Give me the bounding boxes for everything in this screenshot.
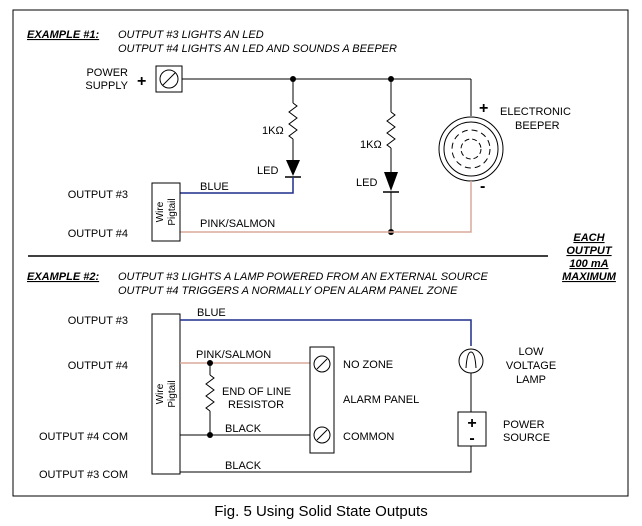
- example2-heading: EXAMPLE #2:: [27, 271, 99, 283]
- eol-resistor-icon: [205, 374, 215, 412]
- example1-desc-line1: OUTPUT #3 LIGHTS AN LED: [118, 29, 264, 41]
- rating-line1: EACH: [573, 232, 605, 244]
- rating-line3: 100 mA: [569, 258, 608, 270]
- figure-caption: Fig. 5 Using Solid State Outputs: [214, 503, 428, 520]
- rating-line2: OUTPUT: [566, 245, 613, 257]
- source-label-line1: POWER: [503, 419, 545, 431]
- power-source-box: [457, 411, 487, 447]
- example2-output3-com-label: OUTPUT #3 COM: [39, 469, 128, 481]
- pigtail-label-line2: Pigtail: [167, 198, 178, 225]
- wire-pigtail-block: [151, 313, 181, 475]
- lamp-label-line1: LOW: [518, 346, 544, 358]
- no-zone-terminal-icon: [313, 355, 331, 373]
- resistor2-label: 1KΩ: [360, 139, 382, 151]
- eol-label-line1: END OF LINE: [222, 386, 291, 398]
- power-supply-label-line1: POWER: [86, 67, 128, 79]
- pink-salmon-wire: [180, 181, 472, 233]
- pigtail-label-line1: Wire: [155, 383, 166, 404]
- led1-icon: [285, 160, 301, 178]
- common-label: COMMON: [343, 431, 394, 443]
- example2-pink-wire-label: PINK/SALMON: [196, 349, 271, 361]
- beeper-minus-sign: -: [480, 178, 485, 195]
- example1-heading: EXAMPLE #1:: [27, 29, 99, 41]
- power-supply-plus-sign: +: [137, 73, 146, 90]
- black-wire1-label: BLACK: [225, 423, 262, 435]
- resistor1-icon: [288, 102, 298, 140]
- black-wire2-label: BLACK: [225, 460, 262, 472]
- blue-wire: [180, 177, 294, 194]
- wire-pigtail-block: [151, 182, 181, 242]
- power-supply-terminal-icon: [155, 65, 183, 93]
- beeper-plus-sign: +: [479, 100, 488, 117]
- lamp-label-line3: LAMP: [516, 374, 546, 386]
- example1-output3-label: OUTPUT #3: [68, 189, 128, 201]
- blue-wire-label: BLUE: [200, 181, 229, 193]
- example2-output3-label: OUTPUT #3: [68, 315, 128, 327]
- rating-line4: MAXIMUM: [562, 271, 617, 283]
- no-zone-label: NO ZONE: [343, 359, 393, 371]
- beeper-label-line1: ELECTRONIC: [500, 106, 571, 118]
- source-label-line2: SOURCE: [503, 432, 550, 444]
- pigtail-label-line1: Wire: [155, 201, 166, 222]
- black-wire: [180, 446, 472, 473]
- led2-label: LED: [356, 177, 377, 189]
- lamp-icon: [458, 348, 484, 374]
- example2-output4-com-label: OUTPUT #4 COM: [39, 431, 128, 443]
- resistor2-icon: [386, 111, 396, 149]
- example2-blue-wire-label: BLUE: [197, 307, 226, 319]
- led1-label: LED: [257, 165, 278, 177]
- diagram-frame: [12, 9, 629, 497]
- example1-output4-label: OUTPUT #4: [68, 228, 128, 240]
- common-terminal-icon: [313, 426, 331, 444]
- alarm-panel-label: ALARM PANEL: [343, 394, 419, 406]
- beeper-icon: [438, 116, 504, 182]
- blue-wire: [180, 319, 472, 346]
- example2-desc-line1: OUTPUT #3 LIGHTS A LAMP POWERED FROM AN …: [118, 271, 488, 283]
- resistor1-label: 1KΩ: [262, 125, 284, 137]
- beeper-label-line2: BEEPER: [515, 120, 560, 132]
- led2-icon: [383, 172, 399, 193]
- pigtail-label-line2: Pigtail: [167, 380, 178, 407]
- power-supply-label-line2: SUPPLY: [85, 80, 128, 92]
- example2-output4-label: OUTPUT #4: [68, 360, 128, 372]
- example1-desc-line2: OUTPUT #4 LIGHTS AN LED AND SOUNDS A BEE…: [118, 43, 397, 55]
- lamp-label-line2: VOLTAGE: [506, 360, 556, 372]
- source-plus-sign: +: [467, 415, 476, 432]
- source-minus-sign: -: [469, 430, 474, 447]
- pink-wire-label: PINK/SALMON: [200, 218, 275, 230]
- example2-desc-line2: OUTPUT #4 TRIGGERS A NORMALLY OPEN ALARM…: [118, 285, 458, 297]
- eol-label-line2: RESISTOR: [228, 399, 284, 411]
